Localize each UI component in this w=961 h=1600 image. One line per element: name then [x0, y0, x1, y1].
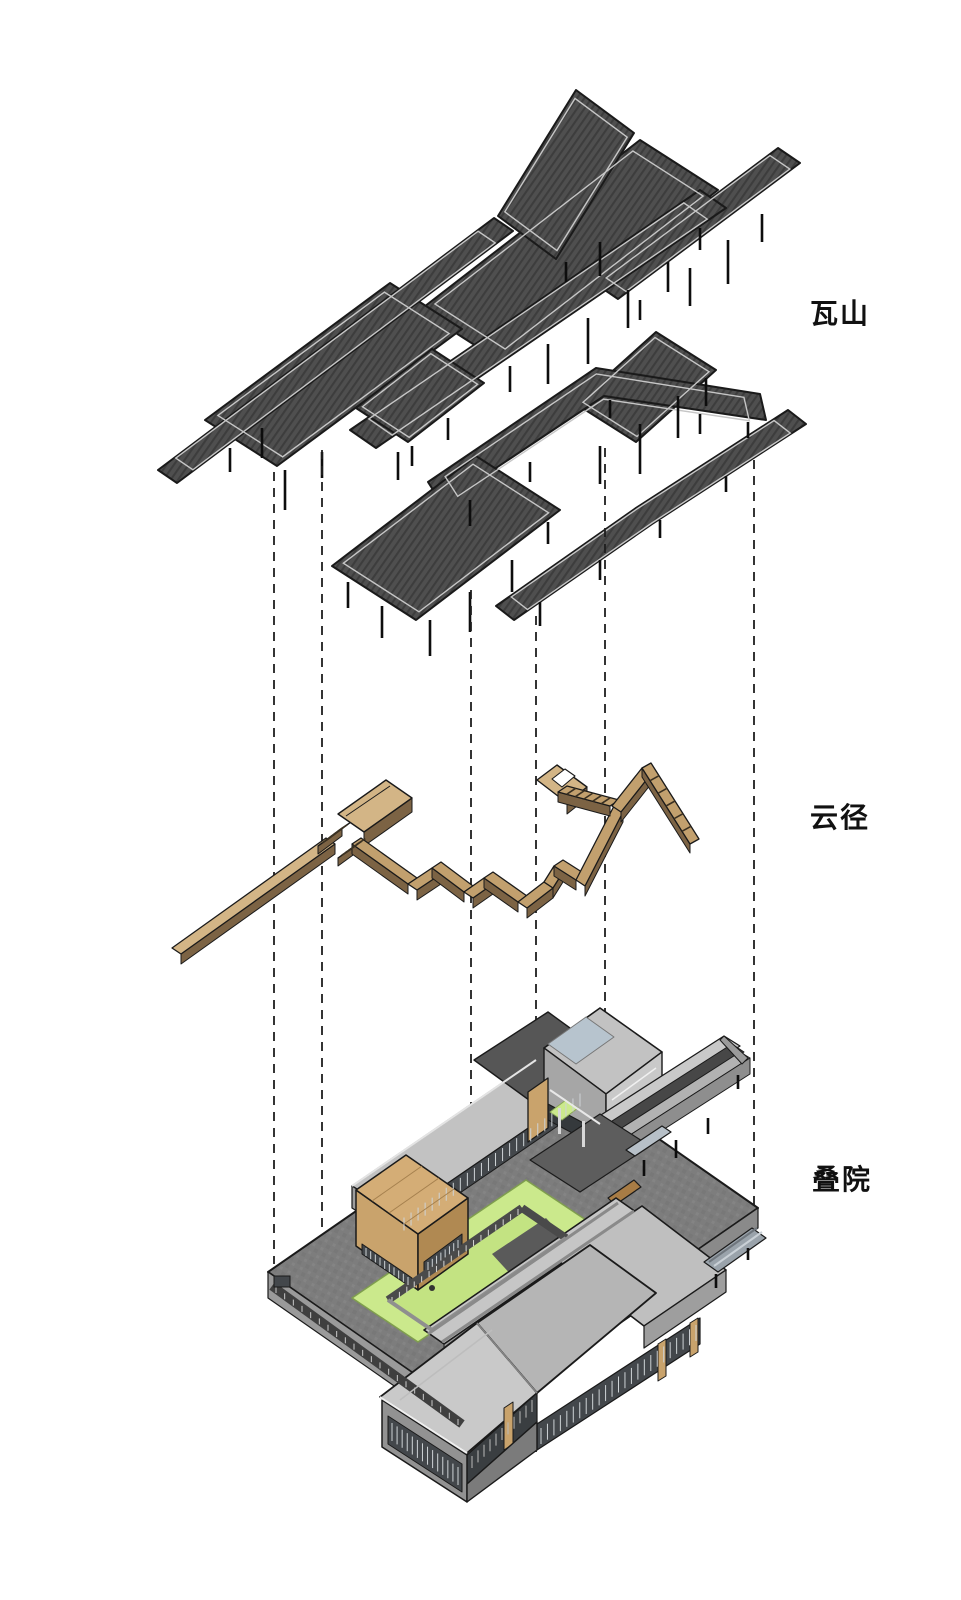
label-path-layer: 云径 — [810, 801, 871, 834]
path-layer-walkway — [171, 762, 700, 965]
building-layer-courtyard-house — [267, 1007, 767, 1503]
roof-layer-canopies — [157, 89, 807, 621]
label-courtyard-layer: 叠院 — [812, 1163, 873, 1196]
label-roof-layer: 瓦山 — [810, 297, 871, 330]
